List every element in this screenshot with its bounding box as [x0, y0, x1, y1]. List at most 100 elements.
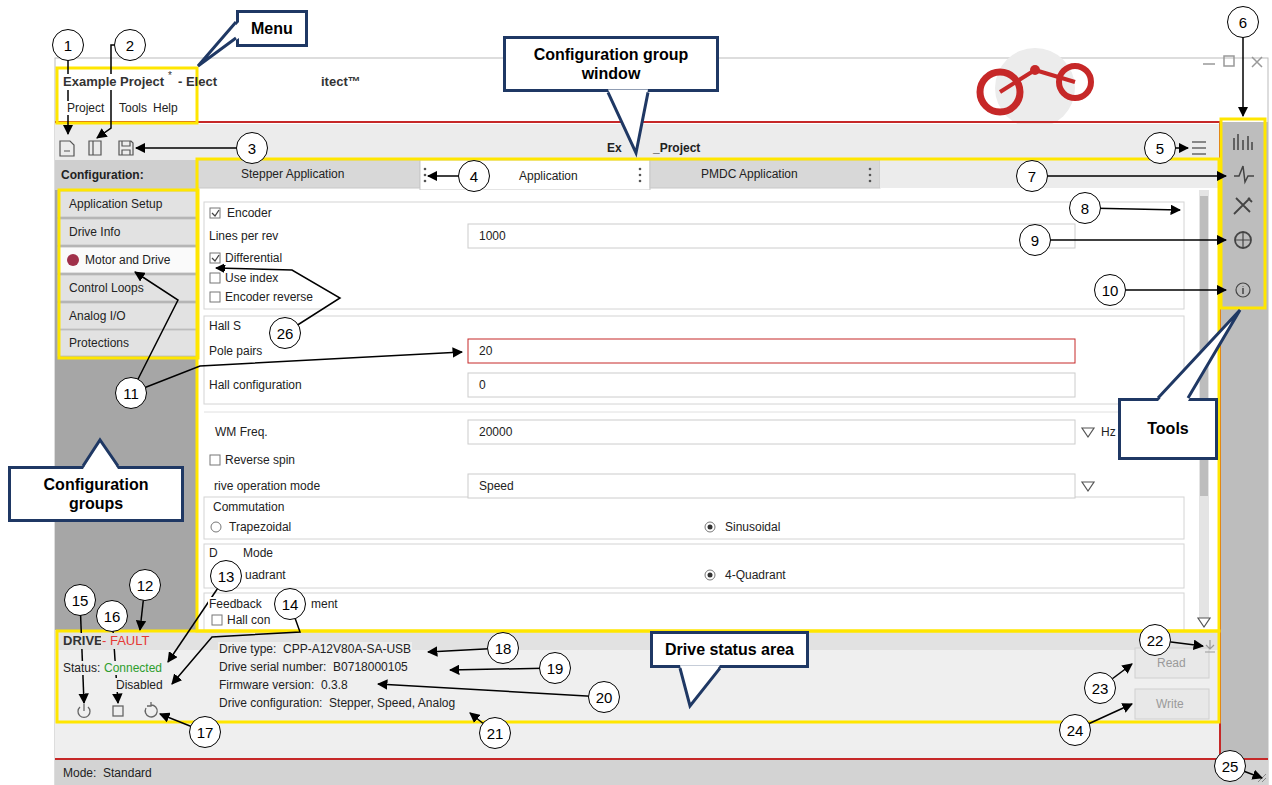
- tab-dots: [869, 174, 872, 177]
- callout-number-text: 15: [72, 592, 89, 609]
- radio-dot: [708, 525, 713, 530]
- maximize-icon: [1224, 56, 1234, 66]
- callout-number: 21: [479, 717, 511, 749]
- ui-text: Differential: [224, 251, 283, 265]
- checkmark: [212, 210, 219, 216]
- config-group-item: [58, 219, 197, 245]
- callout-number: 6: [1227, 6, 1259, 38]
- tuning-icon: [1235, 232, 1251, 248]
- text-input-error: [468, 339, 1075, 363]
- minimize-icon: [1203, 63, 1215, 65]
- ui-text: PMDC Application: [700, 167, 799, 181]
- tab-dots: [869, 168, 872, 171]
- ui-text: Use index: [224, 271, 279, 285]
- callout-pointer-outline: [1158, 310, 1240, 398]
- callout-number-text: 7: [1028, 168, 1036, 185]
- logo-pivot: [1030, 65, 1040, 75]
- ui-text: rive operation mode: [213, 479, 321, 493]
- group-box: [204, 544, 1184, 588]
- tab-dots: [639, 180, 642, 183]
- status-text: Drive configuration: Stepper, Speed, Ana…: [218, 696, 456, 710]
- highlight-frame: [197, 159, 1219, 631]
- status-text: Write: [1155, 697, 1185, 711]
- highlight-frame: [59, 190, 198, 358]
- red-rule: [55, 758, 1268, 760]
- checkbox: [210, 273, 220, 283]
- callout-number: 4: [458, 160, 490, 192]
- ui-text: Feedback: [208, 597, 263, 611]
- group-box: [204, 497, 1184, 539]
- ui-text: Application Setup: [68, 197, 163, 211]
- config-group-item: [58, 275, 197, 301]
- callout-text: Configuration groups: [23, 475, 169, 513]
- callout-number: 8: [1069, 192, 1101, 224]
- config-group-item: [58, 330, 197, 356]
- callout-number: 1: [52, 29, 84, 61]
- group-box: [204, 202, 1184, 309]
- callout-number-text: 14: [282, 596, 299, 613]
- ui-text: Mode: [242, 546, 274, 560]
- callout-pointer-outline: [83, 440, 118, 466]
- leader-line: [1035, 239, 1226, 241]
- callout-number: 25: [1214, 750, 1246, 782]
- form: [198, 190, 1220, 630]
- callout-text: Drive status area: [665, 640, 794, 659]
- callout-number-text: 6: [1239, 14, 1247, 31]
- rule: [204, 412, 1184, 413]
- ui-text: Hz: [1100, 425, 1117, 439]
- checkbox: [210, 253, 220, 263]
- status-text: Firmware version: 0.3.8: [218, 678, 349, 692]
- dropdown: [468, 474, 1075, 498]
- callout-number: 20: [588, 681, 620, 713]
- dropdown-arrow: [1082, 428, 1094, 437]
- config-group-item: [58, 303, 197, 329]
- callout-number: 5: [1144, 132, 1176, 164]
- window-text: - Elect: [177, 74, 218, 90]
- window-text: Tools: [118, 101, 148, 115]
- dropdown: [468, 420, 1075, 444]
- ui-text: 1000: [478, 229, 507, 243]
- save-icon: [119, 141, 133, 155]
- ui-text: 20000: [478, 425, 513, 439]
- callout-number-text: 17: [197, 724, 214, 741]
- radio-dot: [708, 573, 713, 578]
- ui-text: Control Loops: [68, 281, 145, 295]
- leader-line: [131, 352, 462, 393]
- window-text: Help: [152, 101, 179, 115]
- callout-number-text: 23: [1092, 680, 1109, 697]
- callout-pointer: [198, 22, 239, 66]
- ui-text: Stepper Application: [240, 167, 345, 181]
- scope-icon: [1234, 134, 1252, 150]
- callout-number: 19: [539, 652, 571, 684]
- leader-line: [136, 147, 252, 149]
- dropdown-arrow: [1082, 482, 1094, 491]
- ui-text: Motor and Drive: [84, 253, 171, 267]
- status-text: Mode: Standard: [62, 766, 153, 780]
- callout-box: Drive status area: [650, 631, 809, 668]
- tab-dots: [869, 180, 872, 183]
- ui-text: Application: [518, 169, 579, 183]
- ui-text: 4-Quadrant: [724, 568, 787, 582]
- ui-text: Hall configuration: [208, 378, 303, 392]
- tab-active: [420, 160, 650, 190]
- window-text: Ex: [606, 141, 623, 155]
- status-area: [55, 630, 1220, 758]
- menu-icon: [1192, 142, 1206, 154]
- callout-number: 2: [114, 29, 146, 61]
- callout-number: 26: [269, 317, 301, 349]
- callout-number-text: 1: [64, 37, 72, 54]
- callout-number: 3: [236, 132, 268, 164]
- new-icon: [60, 141, 74, 156]
- callout-text: Tools: [1147, 419, 1188, 438]
- ui-text: Lines per rev: [208, 229, 279, 243]
- ui-text: Sinusoidal: [724, 520, 781, 534]
- red-rule: [55, 121, 1222, 123]
- callout-number-text: 25: [1222, 758, 1239, 775]
- radio-button: [705, 570, 715, 580]
- callout-number: 13: [210, 560, 242, 592]
- sidebar: [55, 160, 197, 630]
- highlight-frame: [57, 631, 1219, 722]
- callout-number: 14: [274, 588, 306, 620]
- checkmark: [212, 255, 219, 261]
